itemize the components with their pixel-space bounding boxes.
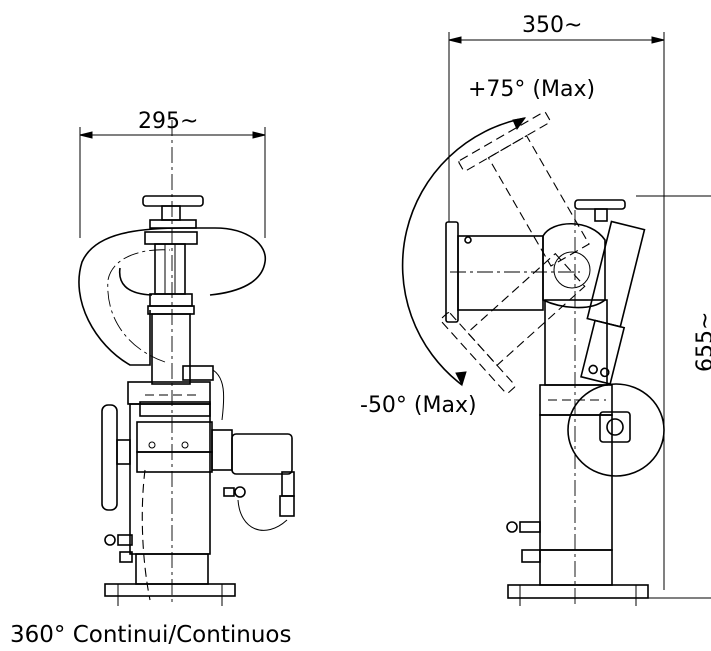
up-angle-label: +75° (Max) xyxy=(468,77,595,102)
side-view xyxy=(401,32,711,606)
front-width-label: 295~ xyxy=(138,109,198,134)
down-angle-label: -50° (Max) xyxy=(360,393,477,418)
side-height-dimension xyxy=(600,195,711,599)
side-height-label: 655~ xyxy=(693,312,711,372)
side-width-label: 350~ xyxy=(522,13,582,38)
front-width-dimension xyxy=(79,127,266,238)
rotation-caption: 360° Continui/Continuos xyxy=(10,622,291,648)
front-view xyxy=(78,120,295,606)
side-width-dimension xyxy=(448,32,665,590)
